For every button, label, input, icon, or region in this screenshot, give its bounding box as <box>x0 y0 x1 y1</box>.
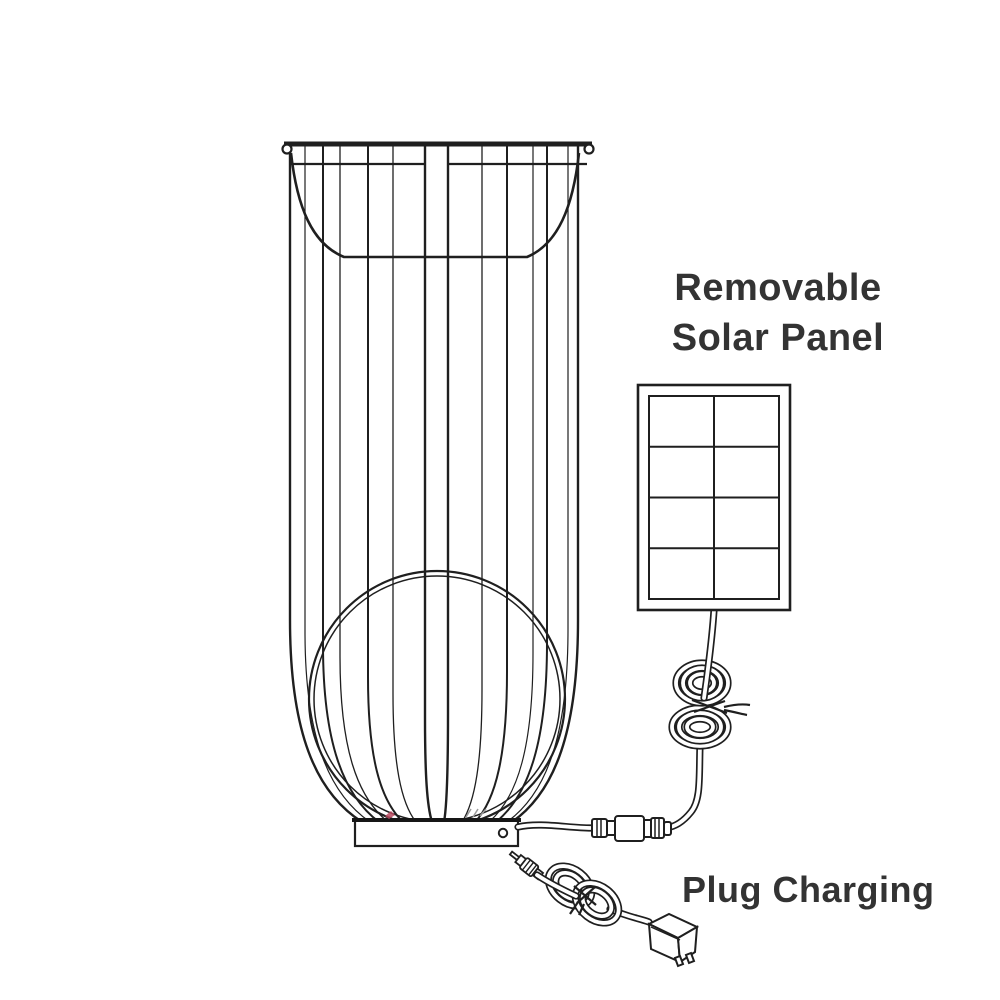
cable-tie <box>569 885 597 916</box>
label-line-solar-panel: Solar Panel <box>671 317 885 359</box>
solar-panel-grid <box>649 396 779 599</box>
power-button <box>497 827 509 839</box>
dc-connector <box>591 815 672 842</box>
indicator-mark <box>385 811 395 819</box>
plug-cable-illustration <box>508 850 700 968</box>
cage-wires <box>288 144 580 824</box>
etch-marks <box>465 808 487 818</box>
adapter-prongs <box>673 951 696 968</box>
planter-bowl <box>289 152 581 259</box>
label-removable-solar-panel: Removable Solar Panel <box>600 263 956 363</box>
base-plate <box>352 808 521 848</box>
lantern-illustration <box>281 141 595 848</box>
charging-jack <box>508 850 545 881</box>
cable-tie <box>691 698 751 717</box>
solar-cable-illustration <box>518 610 751 842</box>
label-plug-charging: Plug Charging <box>682 869 935 910</box>
plug-cable-coil <box>537 862 623 927</box>
top-rim <box>281 141 595 166</box>
wall-adapter <box>646 912 700 968</box>
solar-panel-illustration <box>636 383 792 612</box>
label-line-removable: Removable <box>674 267 882 309</box>
solar-cable-coil <box>668 610 751 750</box>
globe-light <box>307 569 567 829</box>
